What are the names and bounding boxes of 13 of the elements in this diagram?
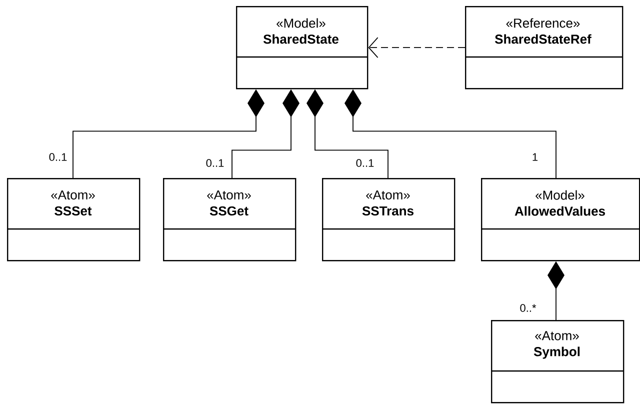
- dependency-arrow: [368, 37, 466, 58]
- class-box: «Model» AllowedValues: [481, 178, 640, 262]
- class-box: «Model» SharedState: [236, 6, 368, 90]
- class-box: «Atom» Symbol: [491, 320, 624, 404]
- class-box: «Atom» SSGet: [163, 178, 296, 262]
- multiplicity-label: 0..1: [206, 159, 224, 167]
- class-box: «Atom» SSSet: [7, 178, 140, 262]
- multiplicity-label: 1: [532, 153, 538, 161]
- multiplicity-label: 0..1: [49, 153, 67, 161]
- multiplicity-label: 0..1: [356, 159, 374, 167]
- class-box: «Atom» SSTrans: [322, 178, 456, 262]
- class-box: «Reference» SharedStateRef: [465, 6, 624, 90]
- multiplicity-label: 0..*: [520, 304, 536, 312]
